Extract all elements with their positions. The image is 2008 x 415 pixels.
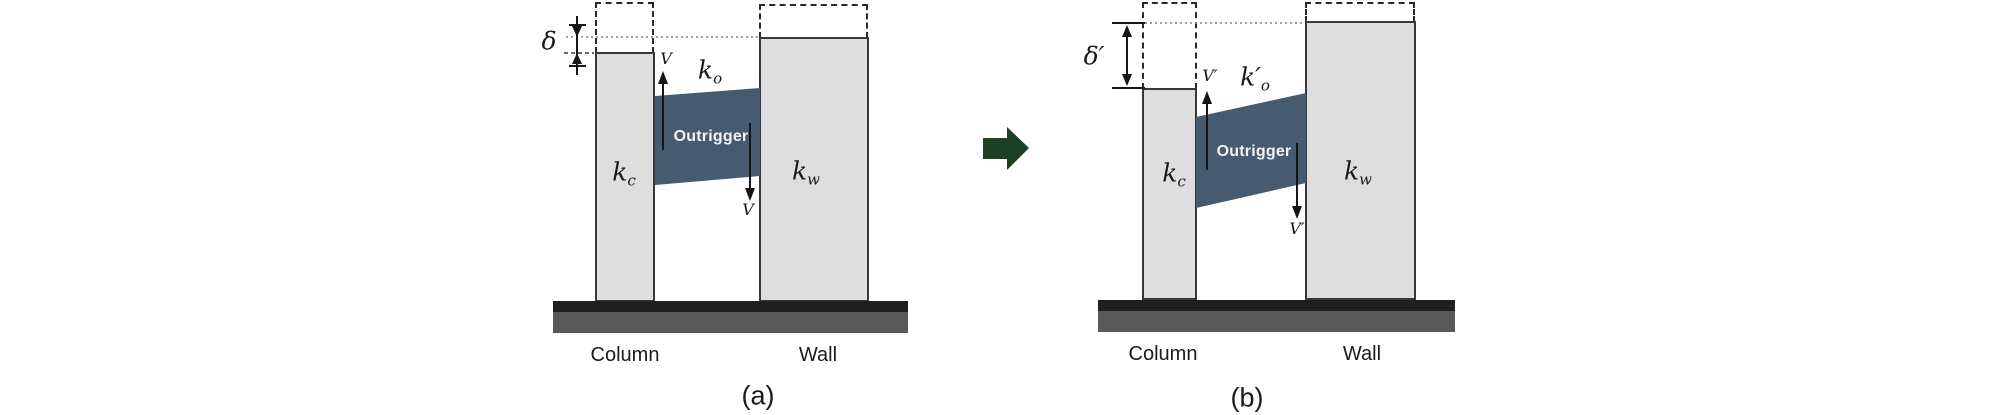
column-stiffness-label-a: kc — [612, 157, 636, 190]
shear-arrow-down-b — [1292, 143, 1302, 219]
delta-label-a: δ — [541, 26, 557, 56]
column-a — [595, 52, 655, 302]
ghost-outline-wall-b — [1305, 2, 1415, 22]
shear-arrow-down-a — [745, 123, 755, 201]
ghost-outline-column-b — [1142, 2, 1197, 89]
shear-label-bottom-b: V′ — [1289, 219, 1305, 238]
shear-arrow-up-a — [658, 71, 668, 150]
outrigger-label-b: Outrigger — [1216, 143, 1292, 160]
column-caption-b: Column — [1128, 343, 1198, 365]
shear-label-top-b: V′ — [1202, 66, 1218, 85]
panel-caption-b: (b) — [1230, 382, 1264, 413]
shear-label-bottom-a: V — [742, 200, 754, 219]
wall-caption-b: Wall — [1342, 343, 1382, 365]
ghost-outline-wall-a — [759, 4, 868, 38]
column-caption-a: Column — [590, 344, 660, 366]
wall-stiffness-label-b: kw — [1344, 156, 1372, 189]
shear-label-top-a: V — [660, 49, 672, 68]
outrigger-stiffness-label-a: ko — [697, 55, 723, 88]
column-stiffness-label-b: kc — [1162, 158, 1186, 191]
column-b — [1142, 88, 1197, 300]
outrigger-label-a: Outrigger — [673, 128, 749, 145]
outrigger-a — [655, 88, 760, 185]
wall-caption-a: Wall — [798, 344, 838, 366]
outrigger-stiffness-label-b: k′o — [1240, 62, 1270, 95]
ground-base-lower-b — [1098, 311, 1455, 332]
ground-base-a — [553, 301, 908, 312]
ground-base-b — [1098, 300, 1455, 311]
transform-arrow-icon — [983, 127, 1029, 170]
ghost-outline-column-a — [595, 2, 654, 53]
outrigger-b — [1196, 93, 1306, 208]
ground-base-lower-a — [553, 312, 908, 333]
delta-label-b: δ′ — [1083, 41, 1105, 71]
wall-stiffness-label-a: kw — [792, 156, 820, 189]
delta-measure-a — [564, 16, 594, 75]
shear-arrow-up-b — [1202, 91, 1212, 170]
delta-measure-b — [1112, 22, 1145, 89]
panel-caption-a: (a) — [741, 380, 775, 411]
